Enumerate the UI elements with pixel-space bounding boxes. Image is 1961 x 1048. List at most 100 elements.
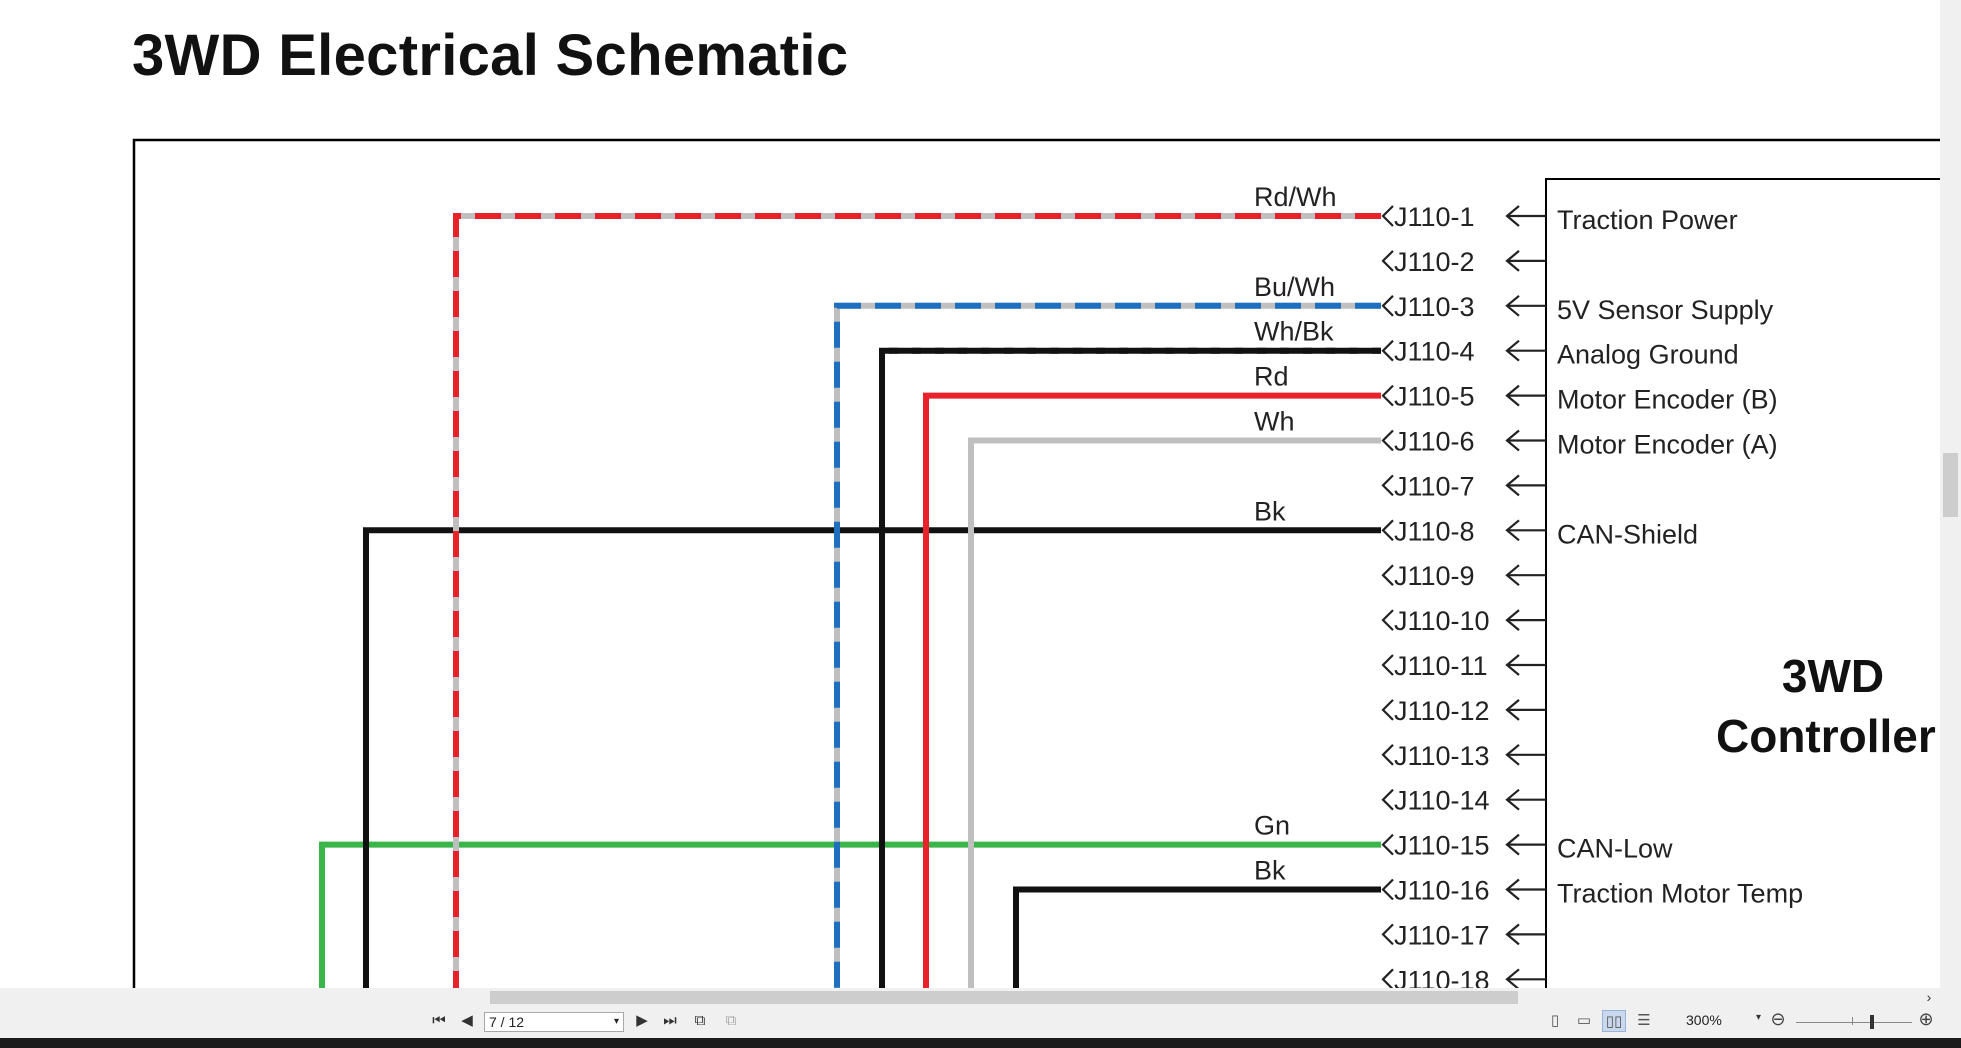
arrow-left-icon <box>1505 339 1520 362</box>
arrow-left-icon <box>1505 833 1520 856</box>
horizontal-scroll-thumb[interactable] <box>490 991 1518 1004</box>
arrow-left-icon <box>1505 519 1520 542</box>
arrow-left-icon <box>1505 205 1520 227</box>
arrow-left-icon <box>1505 474 1520 497</box>
arrow-left-icon <box>1505 609 1520 631</box>
connector-chevron-icon <box>1381 833 1394 856</box>
wire-base-J110-1 <box>453 213 1381 988</box>
connector-chevron-icon <box>1381 250 1394 272</box>
pin-label-J110-16: J110-16 <box>1394 876 1490 906</box>
horizontal-scrollbar[interactable]: › <box>0 988 1940 1006</box>
arrow-left-icon <box>1505 294 1520 317</box>
pin-label-J110-1: J110-1 <box>1394 202 1475 232</box>
connector-chevron-icon <box>1381 339 1394 362</box>
wire-base-J110-3 <box>834 302 1381 988</box>
function-label-J110-8: CAN-Shield <box>1557 519 1698 549</box>
scroll-right-icon[interactable]: › <box>1926 989 1932 1005</box>
wire-J110-3 <box>834 302 1381 988</box>
single-page-view-icon[interactable]: ▯ <box>1550 1012 1560 1029</box>
pin-label-J110-2: J110-2 <box>1394 247 1475 277</box>
connector-chevron-icon <box>1381 699 1394 721</box>
function-label-J110-4: Analog Ground <box>1557 340 1739 370</box>
wire-J110-6 <box>968 437 1381 988</box>
arrow-left-icon <box>1505 788 1520 811</box>
connector-chevron-icon <box>1381 923 1394 946</box>
zoom-level[interactable]: 300% <box>1686 1012 1722 1028</box>
last-page-icon[interactable]: ⏭ <box>663 1012 677 1029</box>
zoom-slider-tick <box>1852 1017 1853 1025</box>
wire-label-J110-5: Rd <box>1254 362 1289 392</box>
zoom-dropdown-icon[interactable]: ▾ <box>1756 1012 1762 1023</box>
pin-label-J110-18: J110-18 <box>1394 965 1490 988</box>
connector-chevron-icon <box>1381 474 1394 497</box>
pin-label-J110-3: J110-3 <box>1394 292 1475 322</box>
function-label-J110-5: Motor Encoder (B) <box>1557 385 1778 415</box>
arrow-left-icon <box>1505 250 1520 272</box>
two-page-view-icon[interactable]: ▯▯ <box>1602 1010 1626 1032</box>
function-label-J110-1: Traction Power <box>1557 205 1738 235</box>
controller-box <box>1545 178 1940 988</box>
pin-label-J110-8: J110-8 <box>1394 516 1475 546</box>
wire-label-J110-3: Bu/Wh <box>1254 272 1335 302</box>
zoom-slider-thumb[interactable] <box>1870 1015 1874 1029</box>
pin-label-J110-14: J110-14 <box>1394 786 1490 816</box>
wire-J110-1 <box>453 213 1381 988</box>
pin-label-J110-5: J110-5 <box>1394 382 1475 412</box>
continuous-view-icon[interactable]: ▭ <box>1576 1012 1592 1029</box>
pin-label-J110-12: J110-12 <box>1394 696 1490 726</box>
wire-J110-8 <box>363 527 1381 988</box>
wire-J110-15 <box>319 841 1381 988</box>
connector-chevron-icon <box>1381 878 1394 901</box>
connector-chevron-icon <box>1381 968 1394 988</box>
prev-page-icon[interactable]: ◀ <box>461 1012 473 1029</box>
function-label-J110-16: Traction Motor Temp <box>1557 879 1803 909</box>
connector-chevron-icon <box>1381 609 1394 631</box>
arrow-left-icon <box>1505 699 1520 721</box>
wire-label-J110-4: Wh/Bk <box>1254 317 1334 347</box>
pin-label-J110-17: J110-17 <box>1394 920 1490 950</box>
connector-chevron-icon <box>1381 788 1394 811</box>
pin-label-J110-7: J110-7 <box>1394 471 1475 501</box>
arrow-left-icon <box>1505 743 1520 766</box>
arrow-left-icon <box>1505 564 1520 587</box>
pin-label-J110-9: J110-9 <box>1394 561 1475 591</box>
window-bottom-edge <box>0 1038 1961 1048</box>
first-page-icon[interactable]: ⏮ <box>432 1012 446 1029</box>
wire-label-J110-1: Rd/Wh <box>1254 182 1337 212</box>
function-label-J110-3: 5V Sensor Supply <box>1557 295 1774 325</box>
zoom-slider-track[interactable] <box>1796 1022 1912 1023</box>
zoom-in-icon[interactable]: ⊕ <box>1918 1009 1934 1029</box>
wire-label-J110-15: Gn <box>1254 811 1290 841</box>
page-number-select[interactable]: 7 / 12 ▾ <box>484 1012 624 1032</box>
pin-label-J110-13: J110-13 <box>1394 741 1490 771</box>
arrow-left-icon <box>1505 654 1520 676</box>
page-indicator: 7 / 12 <box>489 1014 525 1030</box>
pin-label-J110-4: J110-4 <box>1394 337 1475 367</box>
pin-label-J110-11: J110-11 <box>1394 651 1488 681</box>
connector-chevron-icon <box>1381 519 1394 542</box>
arrow-left-icon <box>1505 923 1520 946</box>
wire-label-J110-6: Wh <box>1254 407 1295 437</box>
copy-page-icon[interactable]: ⧉ <box>694 1012 706 1029</box>
paste-page-icon[interactable]: ⧉ <box>725 1012 737 1029</box>
wire-J110-5 <box>923 392 1381 988</box>
page-frame <box>132 138 1940 988</box>
controller-label-line1: 3WD <box>1782 650 1884 702</box>
vertical-scroll-thumb[interactable] <box>1943 453 1958 517</box>
zoom-out-icon[interactable]: ⊖ <box>1770 1009 1786 1029</box>
connector-chevron-icon <box>1381 295 1394 317</box>
connector-chevron-icon <box>1381 654 1394 676</box>
connector-chevron-icon <box>1381 429 1394 452</box>
arrow-left-icon <box>1505 429 1520 452</box>
connector-chevron-icon <box>1381 744 1394 766</box>
connector-chevron-icon <box>1381 564 1394 586</box>
vertical-scrollbar[interactable] <box>1940 0 1961 988</box>
book-view-icon[interactable]: ☰ <box>1637 1012 1651 1029</box>
arrow-left-icon <box>1505 384 1520 407</box>
pin-label-J110-15: J110-15 <box>1394 831 1490 861</box>
next-page-icon[interactable]: ▶ <box>636 1012 648 1029</box>
connector-chevron-icon <box>1381 205 1394 227</box>
chevron-down-icon: ▾ <box>613 1016 619 1027</box>
